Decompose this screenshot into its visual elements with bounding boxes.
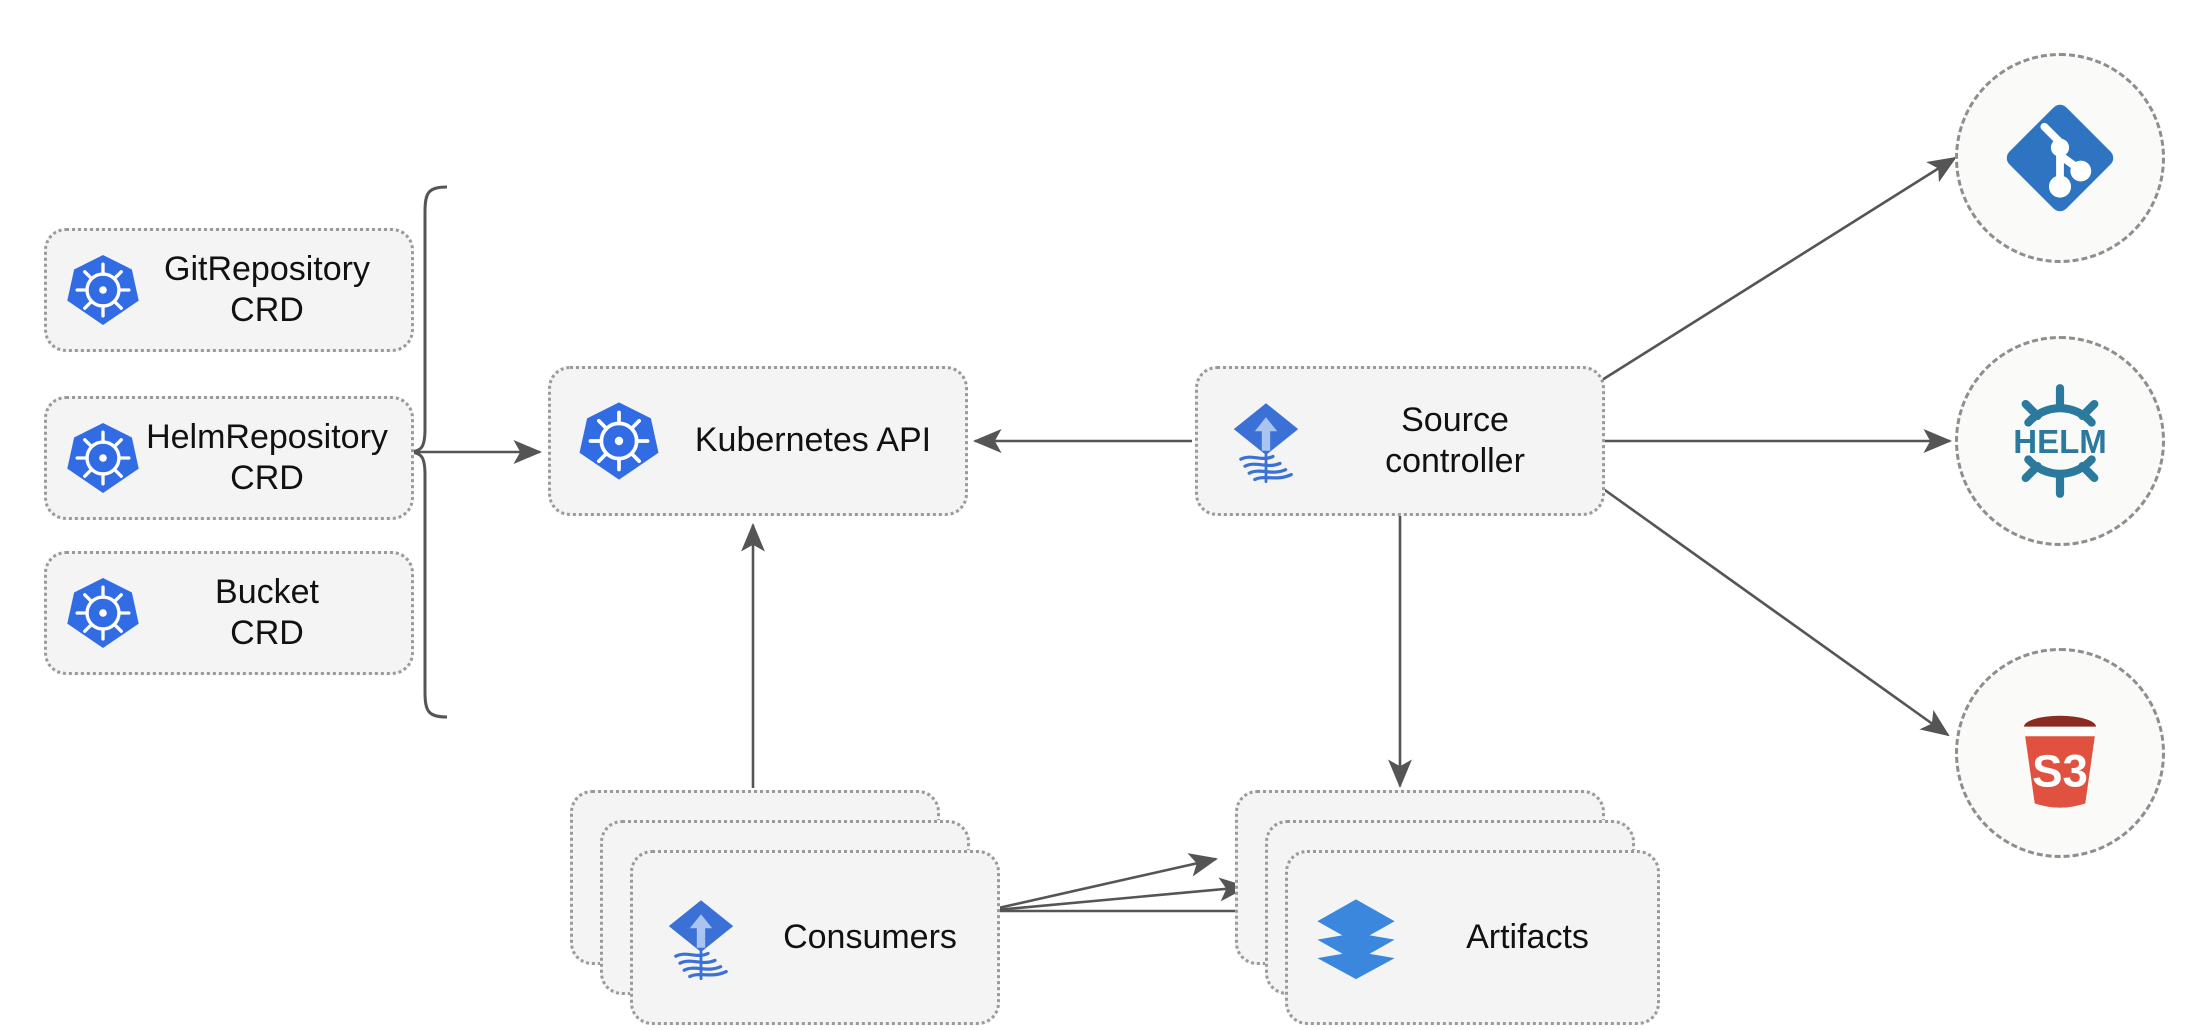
helm-icon: HELM	[1994, 375, 2126, 507]
crd-card-gitrepository[interactable]: GitRepository CRD	[44, 228, 414, 352]
node-label: Kubernetes API	[694, 421, 932, 460]
kubernetes-icon	[65, 575, 141, 651]
edge-consumers-to-artifacts-2	[984, 877, 1249, 913]
s3-icon: S3	[2000, 693, 2120, 813]
edge-source-controller-to-s3	[1601, 486, 1950, 737]
kubernetes-icon	[577, 399, 661, 483]
node-artifacts[interactable]: Artifacts	[1285, 850, 1660, 1025]
node-source-controller[interactable]: Source controller	[1195, 366, 1605, 516]
flux-icon	[659, 896, 743, 980]
node-kubernetes-api[interactable]: Kubernetes API	[548, 366, 968, 516]
kubernetes-icon	[65, 252, 141, 328]
edge-consumers-to-artifacts-1	[984, 853, 1219, 913]
source-circle-helm[interactable]: HELM	[1955, 336, 2165, 546]
source-circle-s3[interactable]: S3	[1955, 648, 2165, 858]
edge-source-controller-to-git	[1601, 156, 1957, 382]
s3-label: S3	[2032, 746, 2088, 797]
kubernetes-icon	[65, 420, 141, 496]
source-circle-git[interactable]	[1955, 53, 2165, 263]
node-consumers[interactable]: Consumers	[630, 850, 1000, 1025]
crd-card-bucket[interactable]: Bucket CRD	[44, 551, 414, 675]
node-label: Consumers	[783, 917, 957, 956]
layers-icon	[1314, 896, 1398, 980]
node-label: Artifacts	[1466, 917, 1589, 956]
helm-label: HELM	[2013, 423, 2107, 460]
node-label: Source controller	[1385, 400, 1525, 480]
crd-label: Bucket CRD	[215, 572, 319, 652]
crd-label: HelmRepository CRD	[146, 417, 388, 497]
crd-label: GitRepository CRD	[164, 249, 370, 329]
git-icon	[1995, 93, 2125, 223]
flux-icon	[1224, 399, 1308, 483]
crd-card-helmrepository[interactable]: HelmRepository CRD	[44, 396, 414, 520]
